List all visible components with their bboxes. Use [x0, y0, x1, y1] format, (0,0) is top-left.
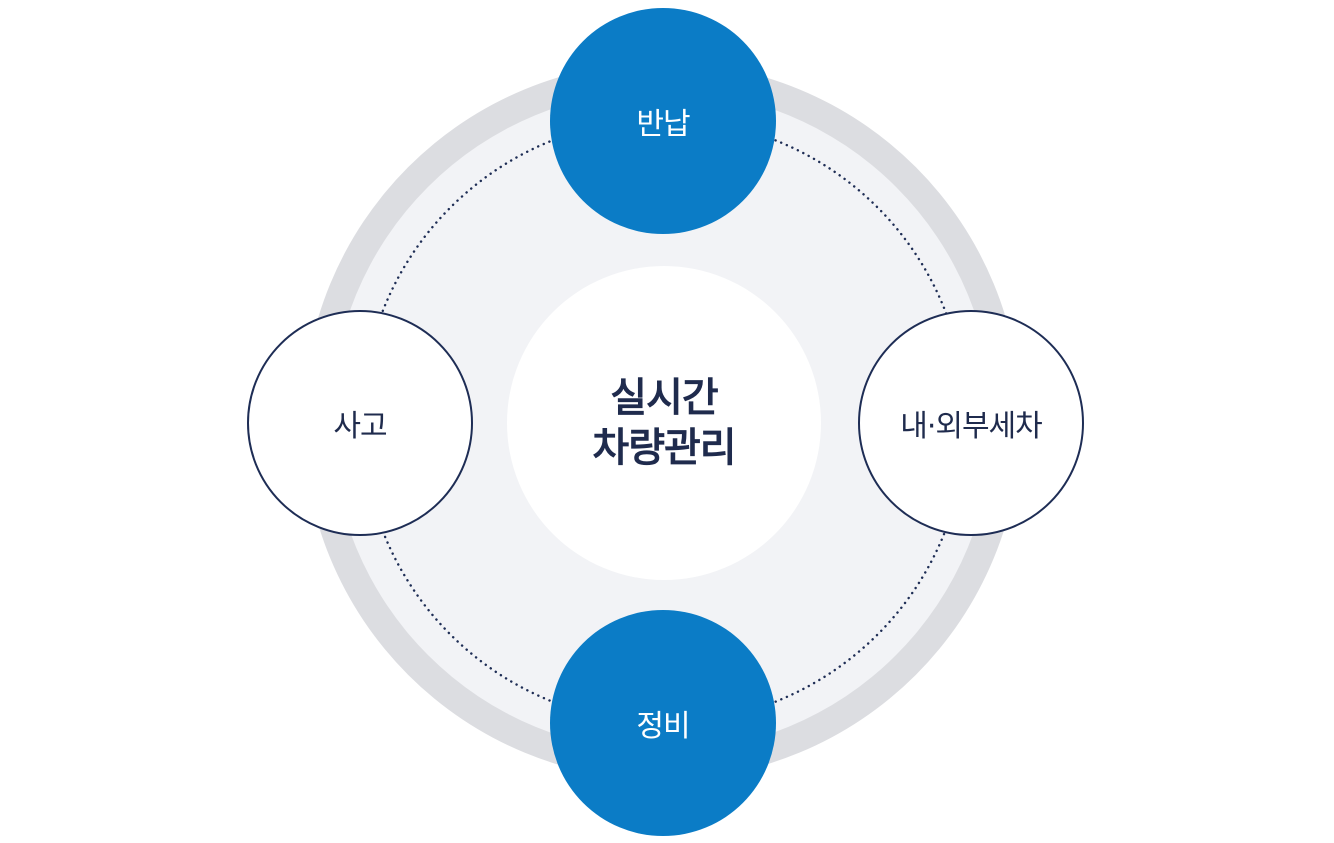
- center-hub: 실시간 차량관리: [507, 266, 821, 580]
- node-return[interactable]: 반납: [550, 8, 776, 234]
- center-title-line2: 차량관리: [592, 425, 736, 471]
- node-accident[interactable]: 사고: [247, 310, 473, 536]
- center-title-line1: 실시간: [610, 375, 718, 421]
- node-maintenance[interactable]: 정비: [550, 610, 776, 836]
- node-car-wash[interactable]: 내·외부세차: [858, 310, 1084, 536]
